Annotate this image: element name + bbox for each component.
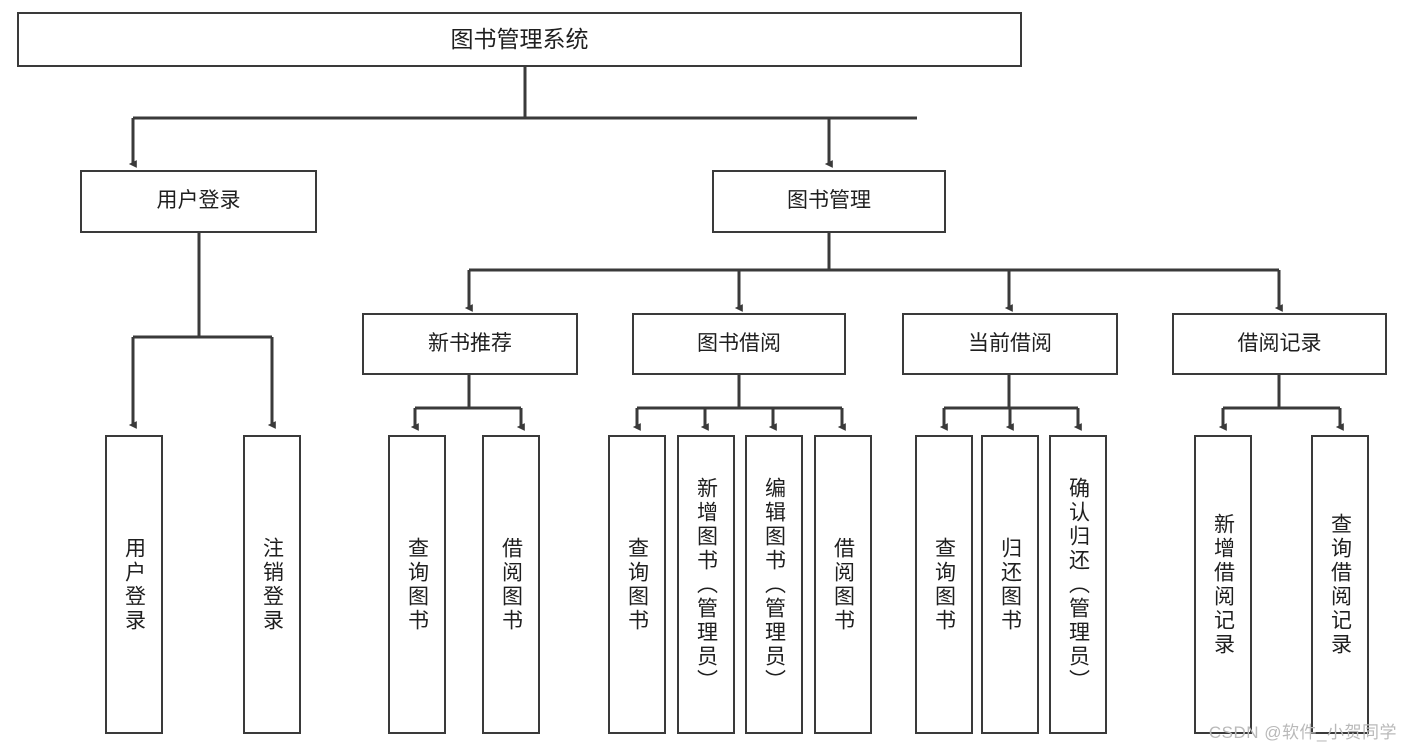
leaf-user-login-1[interactable]: 用户登录 (105, 435, 163, 734)
leaf-current-borrow-2[interactable]: 归还图书 (981, 435, 1039, 734)
leaf-book-borrow-3[interactable]: 编辑图书（管理员） (745, 435, 803, 734)
leaf-new-book-1-label: 查询图书 (405, 536, 429, 633)
leaf-book-borrow-2[interactable]: 新增图书（管理员） (677, 435, 735, 734)
node-new-book-recommend-label: 新书推荐 (428, 331, 512, 355)
node-borrow-record[interactable]: 借阅记录 (1172, 313, 1387, 375)
node-book-borrow[interactable]: 图书借阅 (632, 313, 846, 375)
leaf-current-borrow-1[interactable]: 查询图书 (915, 435, 973, 734)
leaf-book-borrow-1[interactable]: 查询图书 (608, 435, 666, 734)
leaf-book-borrow-4[interactable]: 借阅图书 (814, 435, 872, 734)
node-root-label: 图书管理系统 (450, 26, 589, 53)
leaf-borrow-record-2-label: 查询借阅记录 (1328, 512, 1352, 657)
node-book-management[interactable]: 图书管理 (712, 170, 946, 233)
leaf-borrow-record-1[interactable]: 新增借阅记录 (1194, 435, 1252, 734)
leaf-user-login-2[interactable]: 注销登录 (243, 435, 301, 734)
watermark: CSDN @软件_小贺同学 (1208, 723, 1397, 742)
node-user-login[interactable]: 用户登录 (80, 170, 317, 233)
node-user-login-label: 用户登录 (156, 189, 241, 213)
leaf-book-borrow-2-label: 新增图书（管理员） (694, 476, 718, 693)
node-borrow-record-label: 借阅记录 (1237, 331, 1322, 355)
node-root[interactable]: 图书管理系统 (17, 12, 1022, 67)
leaf-current-borrow-1-label: 查询图书 (932, 536, 956, 633)
leaf-new-book-1[interactable]: 查询图书 (388, 435, 446, 734)
leaf-new-book-2-label: 借阅图书 (499, 536, 523, 633)
node-book-management-label: 图书管理 (787, 189, 871, 213)
leaf-user-login-1-label: 用户登录 (122, 536, 146, 633)
leaf-new-book-2[interactable]: 借阅图书 (482, 435, 540, 734)
node-book-borrow-label: 图书借阅 (697, 331, 781, 355)
leaf-book-borrow-1-label: 查询图书 (625, 536, 649, 633)
leaf-current-borrow-3[interactable]: 确认归还（管理员） (1049, 435, 1107, 734)
leaf-book-borrow-4-label: 借阅图书 (831, 536, 855, 633)
node-current-borrow[interactable]: 当前借阅 (902, 313, 1118, 375)
leaf-book-borrow-3-label: 编辑图书（管理员） (762, 476, 786, 693)
node-current-borrow-label: 当前借阅 (968, 331, 1052, 355)
leaf-borrow-record-1-label: 新增借阅记录 (1211, 512, 1235, 657)
leaf-borrow-record-2[interactable]: 查询借阅记录 (1311, 435, 1369, 734)
node-new-book-recommend[interactable]: 新书推荐 (362, 313, 578, 375)
leaf-current-borrow-2-label: 归还图书 (998, 536, 1022, 633)
leaf-current-borrow-3-label: 确认归还（管理员） (1066, 476, 1090, 693)
leaf-user-login-2-label: 注销登录 (260, 536, 284, 633)
